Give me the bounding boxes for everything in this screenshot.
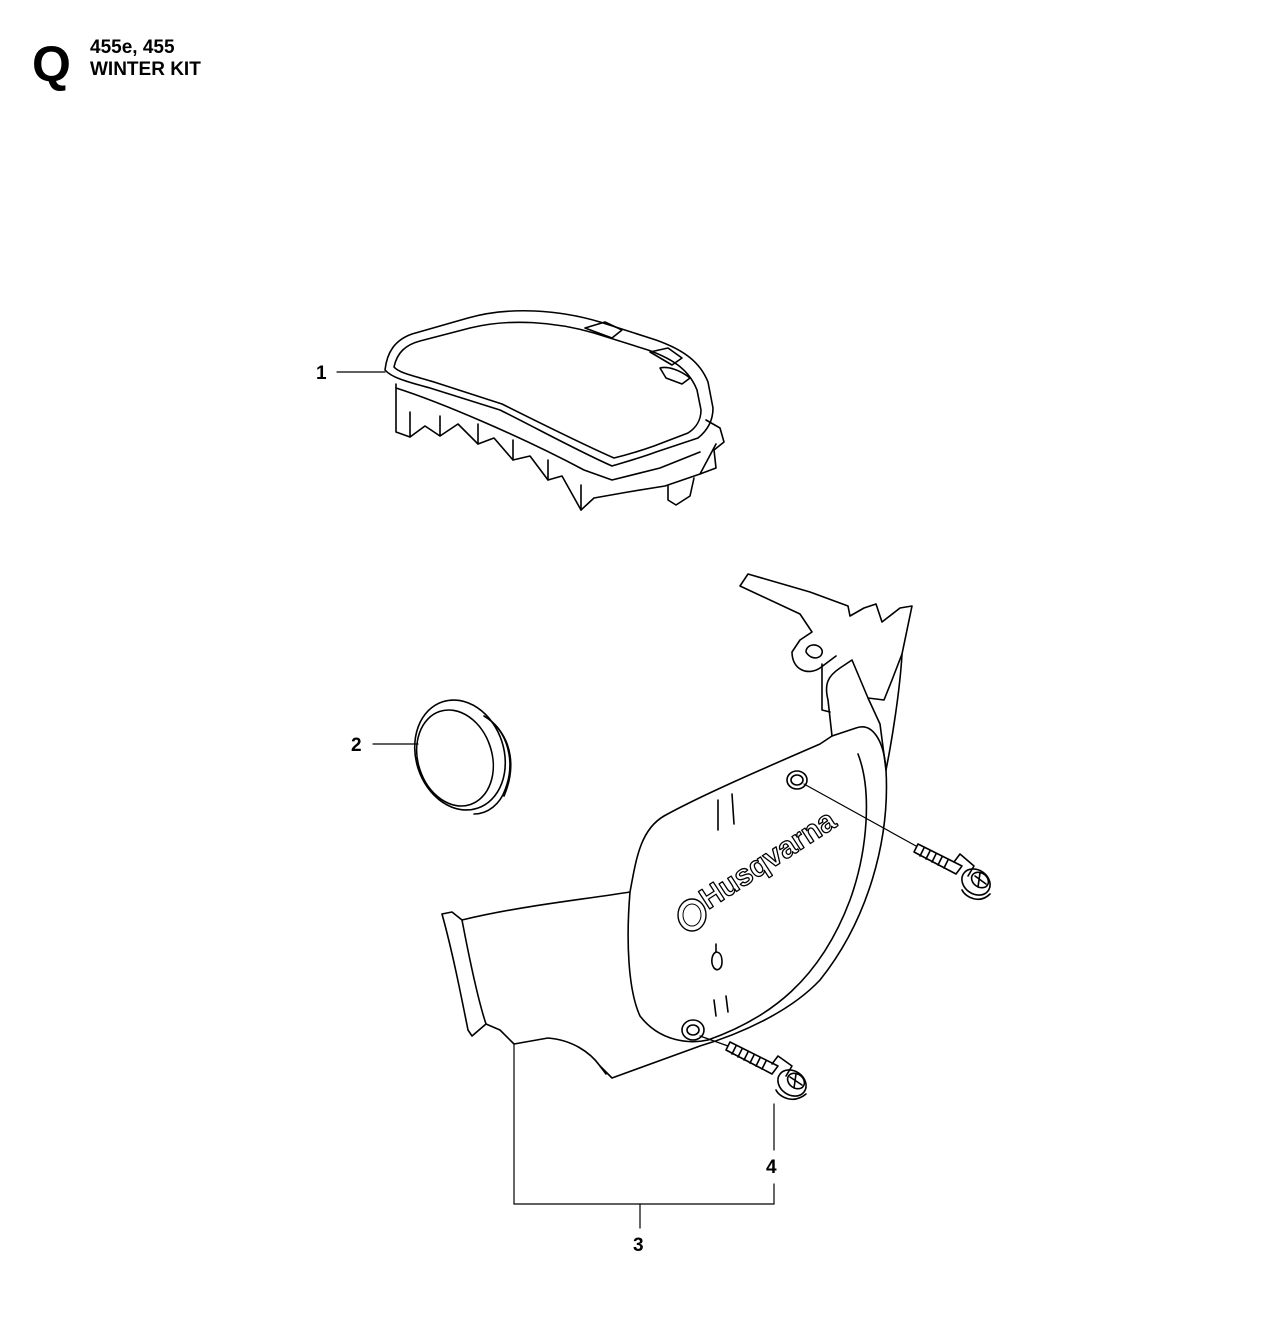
callout-4: 4 bbox=[766, 1157, 777, 1178]
model-numbers: 455e, 455 bbox=[90, 37, 175, 58]
husqvarna-logo: Husqvarna bbox=[677, 803, 843, 932]
screw-upper bbox=[913, 843, 991, 901]
part-4-screw bbox=[725, 1041, 807, 1101]
leader-lines bbox=[336, 371, 917, 1229]
cover-logo-text: Husqvarna bbox=[694, 804, 842, 916]
part-3-side-cover: Husqvarna bbox=[441, 573, 913, 1079]
callout-1: 1 bbox=[316, 363, 327, 384]
part-1-intake-cover bbox=[384, 309, 725, 511]
callout-2: 2 bbox=[351, 735, 362, 756]
section-letter: Q bbox=[32, 36, 71, 92]
callout-3: 3 bbox=[633, 1235, 644, 1256]
kit-title: WINTER KIT bbox=[90, 59, 201, 80]
part-2-plug bbox=[413, 699, 512, 815]
